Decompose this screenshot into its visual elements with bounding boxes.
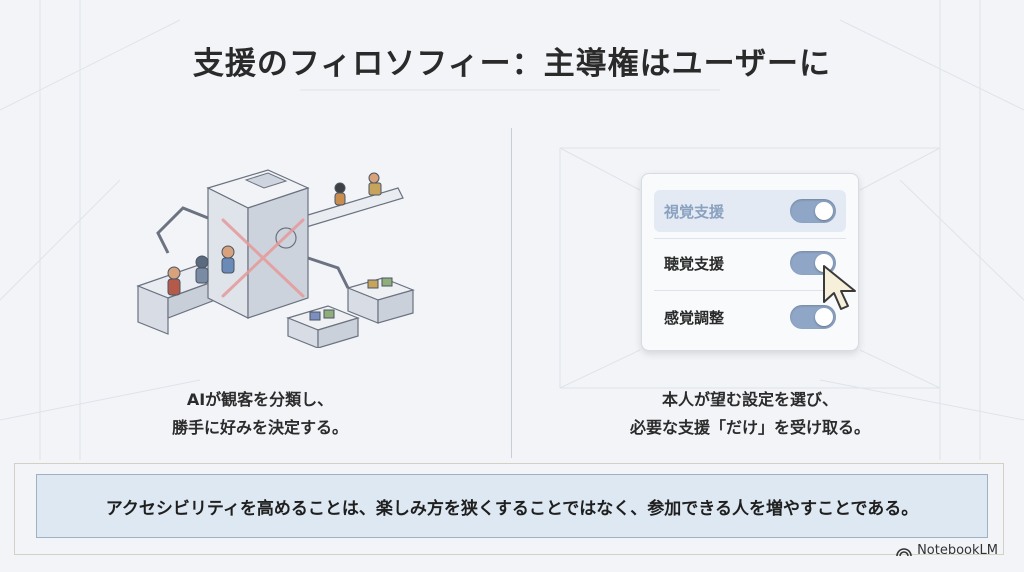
setting-row-visual[interactable]: 視覚支援	[654, 190, 846, 232]
page-title: 支援のフィロソフィー：主導権はユーザーに	[192, 46, 832, 82]
left-caption: AIが観客を分類し、 勝手に好みを決定する。	[130, 386, 390, 442]
visual-support-toggle[interactable]	[790, 199, 836, 223]
setting-row-sensory[interactable]: 感覚調整	[654, 296, 846, 338]
banner-frame	[14, 463, 1004, 555]
sorting-bin-icons	[286, 277, 415, 348]
sorting-machine-illustration	[136, 169, 415, 348]
right-caption-line2: 必要な支援「だけ」を受け取る。	[629, 418, 870, 437]
setting-label-hearing: 聴覚支援	[664, 254, 725, 273]
cross-out-icon	[221, 218, 305, 298]
setting-row-hearing[interactable]: 聴覚支援	[654, 242, 846, 284]
mouse-cursor-icon	[823, 265, 856, 310]
settings-panel: 視覚支援 聴覚支援 感覚調整	[641, 173, 859, 351]
toggle-knob	[815, 308, 833, 326]
toggle-knob	[815, 202, 833, 220]
divider	[654, 238, 846, 239]
left-caption-line2: 勝手に好みを決定する。	[171, 418, 348, 437]
setting-label-sensory: 感覚調整	[664, 308, 725, 327]
setting-label-visual: 視覚支援	[664, 202, 725, 221]
column-divider	[511, 128, 512, 458]
sensory-adjust-toggle[interactable]	[790, 305, 836, 329]
brand-watermark: NotebookLM	[896, 543, 998, 558]
right-caption-line1: 本人が望む設定を選び、	[661, 390, 838, 409]
left-caption-line1: AIが観客を分類し、	[186, 390, 334, 409]
conclusion-banner: アクセシビリティを高めることは、楽しみ方を狭くすることではなく、参加できる人を増…	[36, 474, 988, 538]
divider	[654, 290, 846, 291]
right-caption: 本人が望む設定を選び、 必要な支援「だけ」を受け取る。	[600, 386, 900, 442]
toggle-knob	[815, 254, 833, 272]
person-icons	[167, 172, 382, 296]
hearing-support-toggle[interactable]	[790, 251, 836, 275]
notebooklm-logo-icon	[896, 547, 912, 556]
brand-name: NotebookLM	[917, 543, 998, 558]
robot-arm-icon	[156, 206, 350, 289]
